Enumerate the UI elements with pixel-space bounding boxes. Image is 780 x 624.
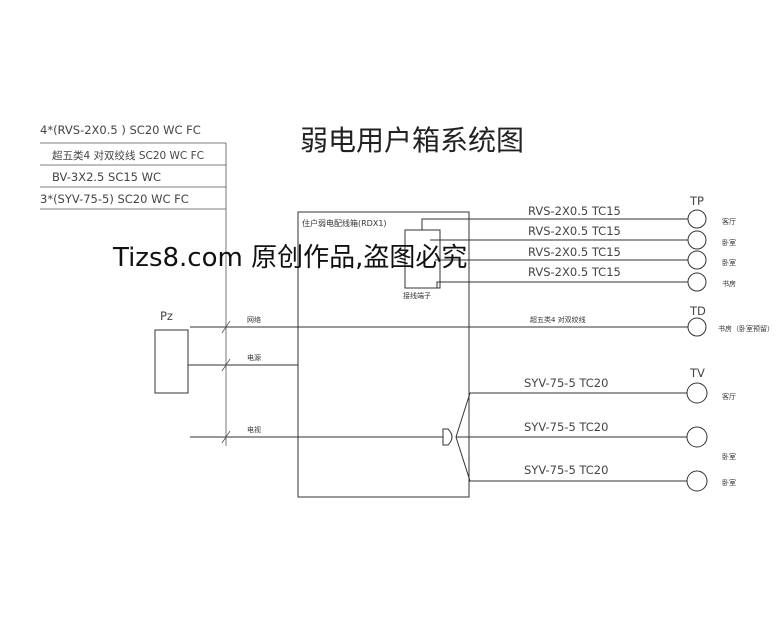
tv-room-2: 卧室 (722, 452, 736, 461)
tv-outlet-icon (686, 470, 708, 492)
tp-room-2: 卧室 (722, 238, 736, 247)
tv-branch-3 (455, 436, 697, 482)
network-feed-label: 网络 (247, 315, 261, 324)
tp-room-3: 卧室 (722, 258, 736, 267)
tp-cable-label-3: RVS-2X0.5 TC15 (528, 245, 621, 259)
td-label: TD (689, 304, 706, 318)
tv-outlets: TV SYV-75-5 TC20 SYV-75-5 TC20 SYV-75-5 … (524, 366, 736, 492)
terminal-label: 接线端子 (403, 291, 431, 300)
tv-branch-1 (455, 392, 697, 438)
feed-cable-tv: 电视 (190, 392, 697, 482)
tp-room-1: 客厅 (722, 217, 736, 226)
td-outlet: TD 超五类4 对双绞线 书房（卧室预留） (530, 304, 774, 337)
watermark-text: Tizs8.com 原创作品,盗图必究 (112, 243, 467, 273)
tp-line-4 (436, 281, 697, 288)
tp-line-1 (421, 218, 697, 230)
phone-outlet-icon (687, 209, 707, 229)
tv-cable-label-1: SYV-75-5 TC20 (524, 376, 608, 390)
incoming-line-4: 3*(SYV-75-5) SC20 WC FC (40, 192, 189, 206)
tv-room-3: 卧室 (722, 478, 736, 487)
tp-cable-label-2: RVS-2X0.5 TC15 (528, 224, 621, 238)
pz-box (154, 329, 189, 394)
tp-outlets: TP RVS-2X0.5 TC15 RVS-2X0.5 TC15 RVS-2X0… (421, 194, 736, 292)
tick-mark (221, 358, 231, 372)
td-room: 书房（卧室预留） (718, 324, 774, 333)
tv-label: TV (689, 366, 705, 380)
power-feed-label: 电源 (247, 353, 261, 362)
distribution-box-label: 住户弱电配线箱(RDX1) (302, 218, 387, 228)
diagram-title: 弱电用户箱系统图 (300, 124, 524, 157)
tv-cable-label-3: SYV-75-5 TC20 (524, 463, 608, 477)
feed-network: 网络 (190, 315, 698, 334)
tp-cable-label-1: RVS-2X0.5 TC15 (528, 204, 621, 218)
feed-power: 电源 (188, 353, 298, 372)
distribution-box (297, 211, 470, 498)
tv-outlet-icon (686, 426, 708, 448)
tv-outlet-icon (686, 382, 708, 404)
tp-cable-label-4: RVS-2X0.5 TC15 (528, 265, 621, 279)
phone-outlet-icon (687, 272, 707, 292)
tp-room-4: 书房 (722, 279, 736, 288)
tv-room-1: 客厅 (722, 392, 736, 401)
phone-outlet-icon (687, 230, 707, 250)
tp-label: TP (689, 194, 704, 208)
phone-outlet-icon (687, 250, 707, 270)
incoming-line-2: 超五类4 对双绞线 SC20 WC FC (52, 149, 204, 162)
data-outlet-icon (687, 317, 707, 337)
pz-label: Pz (160, 309, 173, 323)
td-cable-label: 超五类4 对双绞线 (530, 315, 586, 324)
splitter-icon (442, 428, 453, 446)
tick-mark (221, 320, 231, 334)
pz-panel: Pz (154, 309, 189, 394)
tv-feed-label: 电视 (247, 425, 261, 434)
incoming-line-1: 4*(RVS-2X0.5 ) SC20 WC FC (40, 123, 201, 137)
incoming-line-3: BV-3X2.5 SC15 WC (52, 170, 161, 184)
incoming-cable-list: 4*(RVS-2X0.5 ) SC20 WC FC 超五类4 对双绞线 SC20… (40, 123, 227, 446)
tv-cable-label-2: SYV-75-5 TC20 (524, 420, 608, 434)
tick-mark (221, 430, 231, 444)
